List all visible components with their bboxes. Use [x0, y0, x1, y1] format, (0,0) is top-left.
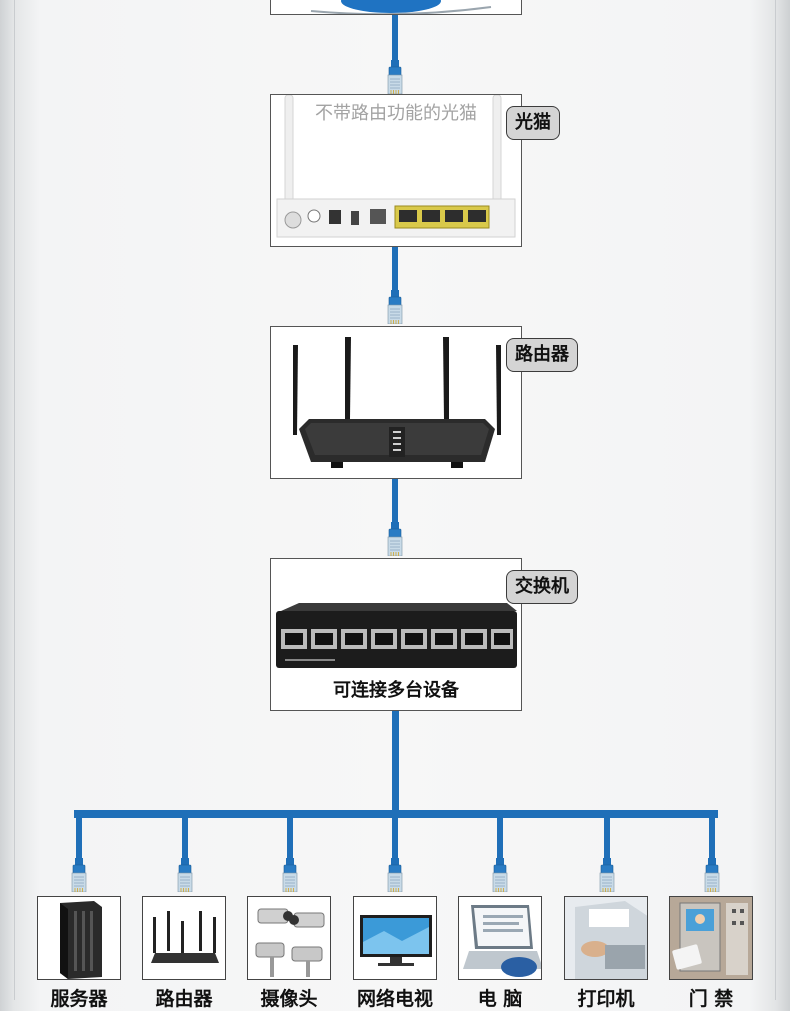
rj45-plug-icon — [71, 858, 87, 892]
endpoint-label: 门 禁 — [688, 988, 734, 1010]
rj45-plug-icon — [387, 858, 403, 892]
access-control-icon — [670, 897, 752, 979]
endpoint-label: 摄像头 — [260, 988, 318, 1010]
laptop-icon — [463, 905, 541, 977]
router-icon — [151, 911, 219, 963]
endpoint-server-box — [37, 896, 121, 980]
rj45-plug-icon — [282, 858, 298, 892]
rj45-plug-icon — [177, 858, 193, 892]
printer-icon — [565, 897, 647, 979]
cable-drop — [497, 810, 503, 860]
cable-modem-to-router — [392, 247, 398, 292]
endpoint-label: 路由器 — [155, 988, 213, 1010]
endpoint-label: 网络电视 — [356, 988, 433, 1010]
left-frame-line — [14, 0, 15, 1000]
switch-tag: 交换机 — [506, 570, 578, 604]
rj45-plug-icon — [387, 290, 403, 324]
switch-box: 可连接多台设备 — [270, 558, 522, 711]
cable-switch-trunk — [392, 711, 399, 814]
cable-drop — [287, 810, 293, 860]
endpoint-camera-box — [247, 896, 331, 980]
modem-tag: 光猫 — [506, 106, 560, 140]
endpoint-label: 打印机 — [577, 988, 635, 1010]
rj45-plug-icon — [704, 858, 720, 892]
upstream-device-image — [310, 0, 492, 14]
cable-upstream-to-modem — [392, 15, 398, 60]
wifi-router-image — [293, 337, 501, 468]
modem-note: 不带路由功能的光猫 — [315, 103, 477, 124]
rj45-plug-icon — [387, 60, 403, 94]
rj45-plug-icon — [387, 522, 403, 556]
endpoint-printer-box — [564, 896, 648, 980]
endpoint-label: 电 脑 — [477, 988, 523, 1010]
switch-caption: 可连接多台设备 — [333, 680, 459, 701]
cable-drop — [182, 810, 188, 860]
cable-router-to-switch — [392, 479, 398, 524]
cable-drop — [76, 810, 82, 860]
modem-box: 不带路由功能的光猫 — [270, 94, 522, 247]
cable-drop — [604, 810, 610, 860]
endpoint-tv-box — [353, 896, 437, 980]
endpoint-laptop-box — [458, 896, 542, 980]
cable-drop — [709, 810, 715, 860]
rj45-plug-icon — [599, 858, 615, 892]
cable-drop — [392, 810, 398, 860]
router-tag: 路由器 — [506, 338, 578, 372]
tv-icon — [360, 915, 432, 966]
right-frame-line — [775, 0, 776, 1000]
router-box — [270, 326, 522, 479]
server-icon — [60, 901, 102, 979]
camera-icon — [255, 908, 325, 977]
endpoint-label: 服务器 — [50, 988, 108, 1010]
endpoint-access-control-box — [669, 896, 753, 980]
rj45-plug-icon — [492, 858, 508, 892]
endpoint-router-box — [142, 896, 226, 980]
network-switch-image — [276, 603, 517, 668]
optical-modem-image — [276, 95, 516, 238]
upstream-device-box — [270, 0, 522, 15]
